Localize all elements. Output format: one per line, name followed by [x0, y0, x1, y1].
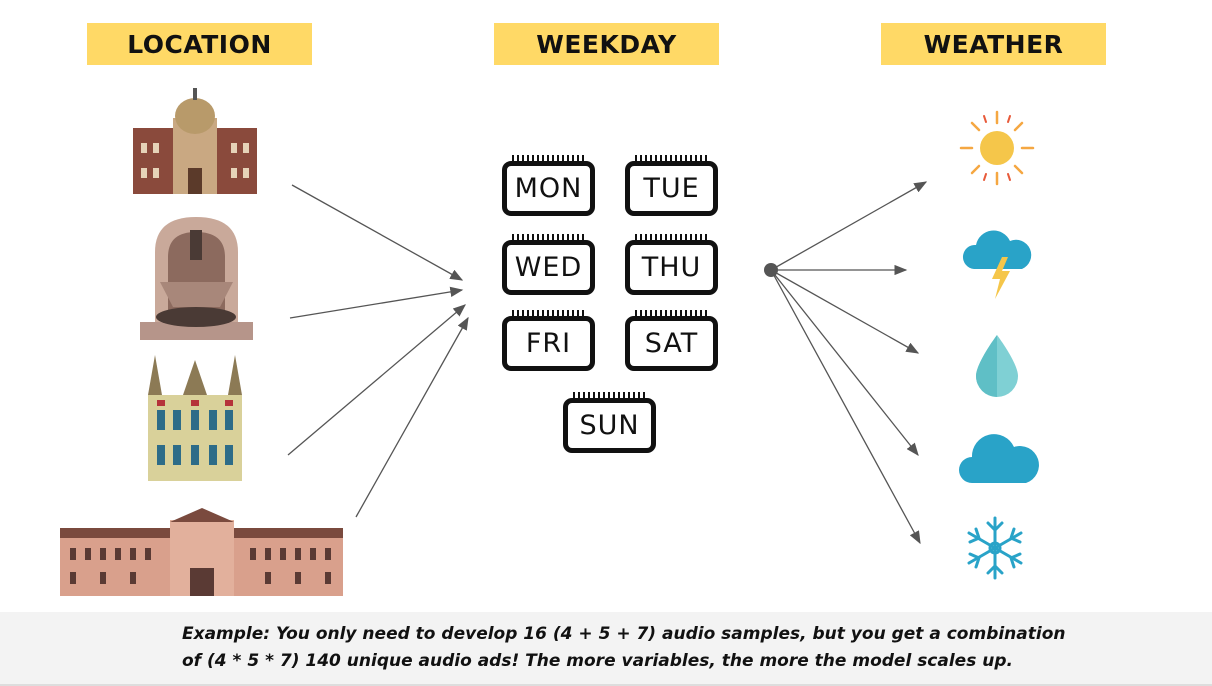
town-hall-image	[148, 355, 242, 481]
cloud-icon	[959, 434, 1039, 483]
location-header: LOCATION	[87, 23, 312, 65]
snowflake-icon	[967, 516, 1023, 580]
calendar-fri: FRI	[502, 310, 595, 371]
cathedral-image	[133, 88, 257, 194]
hub-dot	[764, 263, 778, 277]
connector-arrows	[287, 181, 928, 545]
footer-line-1: Example: You only need to develop 16 (4 …	[182, 624, 1066, 644]
calendar-thu: THU	[625, 234, 718, 295]
raindrop-icon	[976, 335, 1018, 397]
palace-image	[60, 508, 343, 596]
calendar-wed: WED	[502, 234, 595, 295]
calendar-sun: SUN	[563, 392, 656, 453]
thunderstorm-icon	[962, 230, 1032, 299]
footer-line-2: of (4 * 5 * 7) 140 unique audio ads! The…	[182, 651, 1013, 671]
weather-header: WEATHER	[881, 23, 1106, 65]
calendar-mon: MON	[502, 155, 595, 216]
weekday-header: WEEKDAY	[494, 23, 719, 65]
calendar-tue: TUE	[625, 155, 718, 216]
sun-icon	[959, 110, 1035, 186]
fountain-image	[140, 217, 253, 340]
calendar-sat: SAT	[625, 310, 718, 371]
footer-note: Example: You only need to develop 16 (4 …	[0, 612, 1212, 686]
